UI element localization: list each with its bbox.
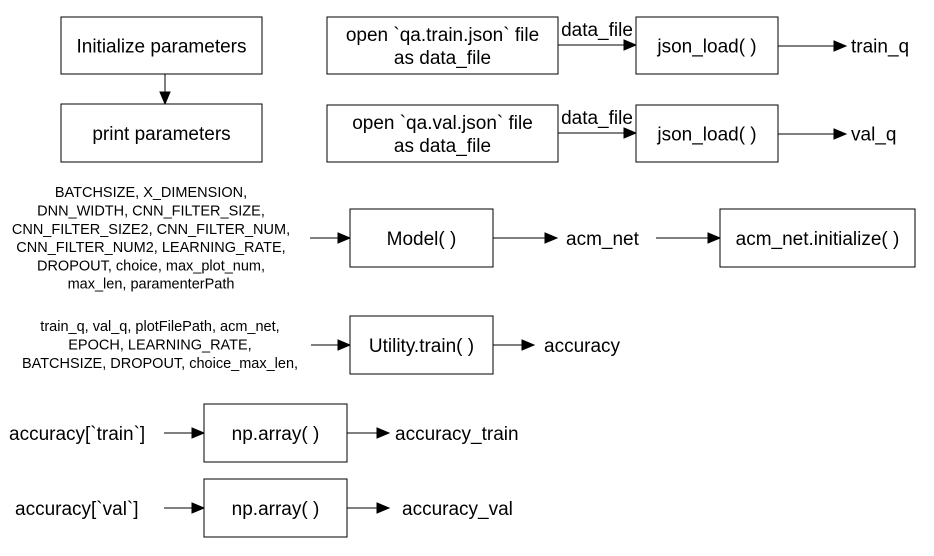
accuracy-val-output-label: accuracy_val [402, 499, 513, 520]
model-args-line2: DNN_WIDTH, CNN_FILTER_SIZE, [37, 204, 265, 220]
open-train-file-label-line1: open `qa.train.json` file [346, 25, 539, 46]
arrowhead-json-load-to-train-q [833, 40, 848, 52]
np-array-val-label: np.array( ) [232, 499, 320, 520]
utility-train-label: Utility.train( ) [369, 336, 474, 357]
initialize-parameters-label: Initialize parameters [76, 37, 246, 58]
acm-net-initialize-label: acm_net.initialize( ) [736, 229, 900, 250]
arrowhead-model-args-to-model [337, 232, 352, 244]
arrowhead-utility-to-accuracy [521, 339, 536, 351]
model-args-line3: CNN_FILTER_SIZE2, CNN_FILTER_NUM, [12, 222, 290, 238]
acm-net-initialize-box [719, 208, 916, 268]
open-train-file-box [326, 16, 559, 75]
train-args-line2: EPOCH, LEARNING_RATE, [68, 338, 251, 354]
json-load-train-label: json_load( ) [656, 37, 756, 58]
accuracy-label: accuracy [544, 336, 621, 357]
arrowhead-acm-net-to-initialize [707, 232, 722, 244]
arrowhead-open-train-to-json-load [623, 39, 638, 51]
arrowhead-train-args-to-utility [337, 339, 352, 351]
np-array-train-box [203, 403, 348, 463]
train-q-label: train_q [851, 37, 909, 58]
arrowhead-accuracy-val-to-np-array [191, 502, 206, 514]
arrowhead-np-array-to-accuracy-val [376, 502, 391, 514]
np-array-val-box [203, 478, 348, 538]
arrowhead-accuracy-train-to-np-array [191, 427, 206, 439]
open-val-file-box [326, 104, 559, 163]
model-args-line6: max_len, paramenterPath [68, 277, 235, 293]
initialize-parameters-box [60, 16, 263, 75]
model-args-line1: BATCHSIZE, X_DIMENSION, [55, 185, 247, 201]
accuracy-train-input-label: accuracy[`train`] [9, 424, 145, 445]
np-array-train-label: np.array( ) [232, 424, 320, 445]
val-q-label: val_q [851, 125, 896, 146]
train-args-line1: train_q, val_q, plotFilePath, acm_net, [40, 319, 279, 335]
accuracy-train-output-label: accuracy_train [395, 424, 519, 445]
json-load-val-label: json_load( ) [656, 125, 756, 146]
open-val-file-label-line2: as data_file [394, 136, 491, 157]
print-parameters-box [60, 103, 263, 163]
acm-net-label: acm_net [566, 229, 640, 250]
accuracy-val-input-label: accuracy[`val`] [15, 499, 139, 520]
model-box [349, 208, 494, 268]
arrowhead-json-load-to-val-q [833, 128, 848, 140]
model-label: Model( ) [387, 229, 457, 250]
open-train-file-label-line2: as data_file [394, 48, 491, 69]
json-load-val-box [635, 104, 779, 163]
edge-label-train-data-file: data_file [561, 20, 633, 41]
edge-label-val-data-file: data_file [561, 108, 633, 129]
arrowhead-init-to-print [159, 91, 171, 106]
model-args-line4: CNN_FILTER_NUM2, LEARNING_RATE, [16, 240, 285, 256]
arrowhead-np-array-to-accuracy-train [376, 427, 391, 439]
model-args-line5: DROPOUT, choice, max_plot_num, [37, 259, 265, 275]
json-load-train-box [635, 16, 779, 75]
train-args-line3: BATCHSIZE, DROPOUT, choice_max_len, [22, 356, 298, 372]
open-val-file-label-line1: open `qa.val.json` file [352, 113, 533, 134]
utility-train-box [349, 315, 494, 375]
arrowhead-model-to-acm-net [544, 232, 559, 244]
arrowhead-open-val-to-json-load [623, 127, 638, 139]
print-parameters-label: print parameters [92, 124, 230, 145]
